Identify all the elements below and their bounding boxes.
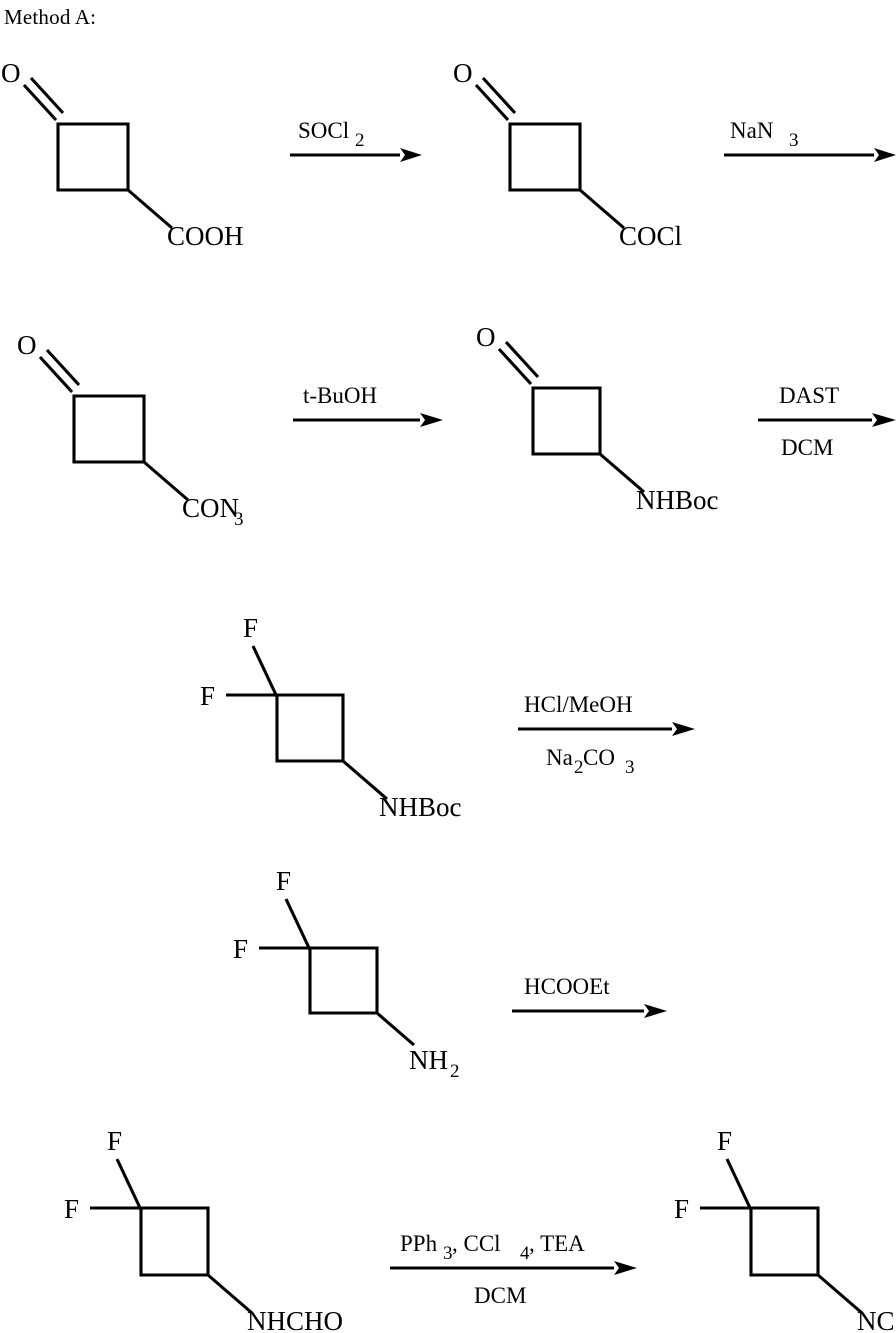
reaction-arrow-step-3: t-BuOH (293, 383, 443, 427)
bond-to-fluorine-top (251, 645, 279, 698)
arrow-head-step-6 (644, 1004, 667, 1018)
reaction-arrow-step-7: PPh 3 , CCl 4 , TEA DCM (390, 1231, 637, 1308)
arrow-head-step-2 (874, 148, 896, 162)
fluorine-label-left: F (64, 1194, 79, 1224)
acyl-azide-label: CON (182, 493, 239, 523)
reaction-arrow-step-6: HCOOEt (512, 974, 667, 1018)
solvent-dcm-label: DCM (781, 435, 833, 460)
cyclobutane-ring (749, 1206, 820, 1277)
bond-to-formamide (206, 1273, 254, 1315)
fluorine-label-left: F (233, 934, 248, 964)
bond-to-fluorine-top (284, 898, 312, 951)
ketone-double-bond-line-1 (38, 355, 74, 394)
fluorine-label-top: F (276, 866, 291, 896)
bond-to-fluorine-top (115, 1158, 143, 1211)
bond-to-acyl-chloride (578, 188, 626, 230)
fluorine-label-left: F (200, 681, 215, 711)
ketone-double-bond-line-2 (481, 76, 517, 115)
amine-subscript: 2 (450, 1061, 460, 1082)
reagent-pph3-subscript: 3 (443, 1243, 453, 1264)
oxygen-label: O (476, 322, 496, 352)
arrow-head-step-4 (872, 413, 896, 427)
reagent-pph3-label: PPh (400, 1231, 438, 1256)
arrow-head-step-7 (614, 1261, 637, 1275)
reagent-na2co3-subscript-b: 3 (625, 757, 635, 778)
ketone-double-bond-line-2 (29, 76, 65, 115)
structure-difluorocyclobutyl-carbamate: F F NHBoc (200, 613, 462, 822)
page-title: Method A: (4, 5, 97, 29)
arrow-head-step-3 (420, 413, 443, 427)
bond-to-carbamate (341, 759, 389, 801)
reaction-arrow-step-2: NaN 3 (724, 118, 896, 162)
reagent-na2co3-label-b: CO (583, 745, 615, 770)
reaction-arrow-step-4: DAST DCM (758, 383, 896, 460)
fluorine-label-top: F (107, 1126, 122, 1156)
reagent-tea-label: , TEA (529, 1231, 585, 1256)
structure-oxocyclobutane-carbonyl-azide: O CON 3 (17, 330, 244, 530)
cyclobutane-ring (275, 693, 345, 763)
amine-label: NH (409, 1045, 448, 1075)
cyclobutane-ring (508, 122, 582, 192)
bond-to-acyl-azide (142, 460, 190, 502)
structure-difluorocyclobutanamine: F F NH 2 (233, 866, 460, 1082)
oxygen-label: O (17, 330, 37, 360)
reagent-ccl4-subscript: 4 (520, 1243, 530, 1264)
reagent-nan3-subscript: 3 (789, 130, 799, 151)
ketone-double-bond-line-1 (474, 83, 510, 122)
fluorine-label-top: F (243, 613, 258, 643)
cyclobutane-ring (308, 946, 379, 1015)
reagent-ccl4-label: , CCl (452, 1231, 501, 1256)
ketone-double-bond-line-2 (45, 348, 81, 387)
arrow-head-step-5 (672, 722, 695, 736)
boc-carbamate-label: NHBoc (636, 485, 719, 515)
bond-to-fluorine-top (725, 1158, 753, 1211)
cyclobutane-ring (72, 394, 146, 464)
reagent-socl2-subscript: 2 (355, 130, 365, 151)
formamide-label: NHCHO (247, 1306, 343, 1333)
ketone-double-bond-line-1 (22, 83, 58, 122)
bond-to-isocyanide (816, 1273, 864, 1315)
acyl-azide-subscript: 3 (234, 509, 244, 530)
reagent-dast-label: DAST (779, 383, 839, 408)
ketone-double-bond-line-2 (504, 340, 540, 379)
fluorine-label-left: F (674, 1194, 689, 1224)
fluorine-label-top: F (717, 1126, 732, 1156)
reagent-hcl-meoh-label: HCl/MeOH (524, 692, 633, 717)
arrow-head-step-1 (400, 148, 422, 162)
bond-to-amine (375, 1011, 416, 1047)
boc-carbamate-label: NHBoc (379, 792, 462, 822)
reagent-na2co3-label: Na (546, 745, 573, 770)
acid-chloride-label: COCl (619, 221, 682, 251)
cyclobutane-ring (56, 122, 130, 192)
structure-oxocyclobutane-carbonyl-chloride: O COCl (453, 58, 682, 251)
structure-oxocyclobutane-carboxylic-acid: O COOH (1, 58, 244, 251)
reagent-tbuoh-label: t-BuOH (303, 383, 377, 408)
structure-difluorocyclobutyl-isocyanide: F F NC (674, 1126, 895, 1333)
oxygen-label: O (1, 58, 21, 88)
reagent-na2co3-subscript-a: 2 (574, 757, 584, 778)
isocyanide-label: NC (857, 1306, 895, 1333)
reagent-nan3-label: NaN (730, 118, 774, 143)
carboxylic-acid-label: COOH (167, 221, 244, 251)
reagent-socl2-label: SOCl (298, 118, 349, 143)
reagent-hcooet-label: HCOOEt (524, 974, 610, 999)
cyclobutane-ring (139, 1206, 210, 1277)
oxygen-label: O (453, 58, 473, 88)
solvent-dcm-label-2: DCM (474, 1283, 526, 1308)
ketone-double-bond-line-1 (497, 347, 533, 386)
cyclobutane-ring (531, 386, 602, 456)
reaction-arrow-step-1: SOCl 2 (290, 118, 422, 162)
bond-to-carboxyl (126, 188, 174, 230)
bond-to-carbamate (598, 452, 646, 494)
structure-boc-oxocyclobutyl-carbamate: O NHBoc (476, 322, 719, 515)
structure-difluorocyclobutyl-formamide: F F NHCHO (64, 1126, 343, 1333)
reaction-arrow-step-5: HCl/MeOH Na 2 CO 3 (518, 692, 695, 778)
